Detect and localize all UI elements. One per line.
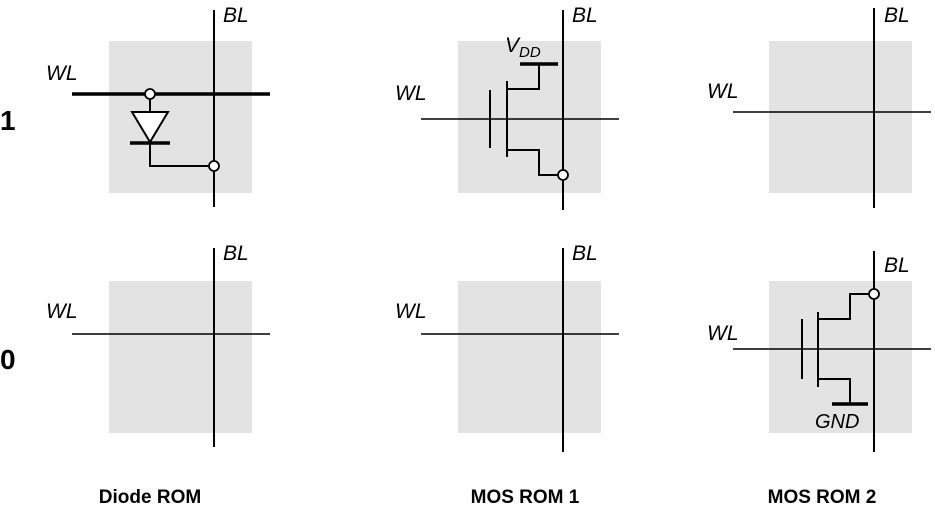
column-label-mos-rom-2: MOS ROM 2 xyxy=(768,487,877,508)
cell-background xyxy=(458,41,601,193)
cell-diode-rom-0: WL BL xyxy=(46,242,270,447)
cell-background xyxy=(769,41,912,193)
cell-mos-rom2-0: WL BL GND xyxy=(707,251,931,452)
diode-cathode-wire xyxy=(149,143,214,167)
transistor-source-wire xyxy=(507,149,563,176)
transistor-source-wire xyxy=(818,378,851,404)
cell-background xyxy=(109,41,252,193)
row-label-1: 1 xyxy=(0,105,16,136)
bl-label: BL xyxy=(884,4,910,27)
wl-label: WL xyxy=(46,62,78,85)
bl-label: BL xyxy=(884,254,910,277)
bl-label: BL xyxy=(223,4,249,27)
junction-node xyxy=(144,88,156,100)
cell-background xyxy=(109,281,252,433)
vdd-label-main: V xyxy=(505,34,521,57)
wl-label: WL xyxy=(395,82,427,105)
wl-label: WL xyxy=(707,80,739,103)
cell-background xyxy=(769,281,912,433)
cell-mos-rom1-1: WL BL VDD xyxy=(395,4,619,210)
transistor-drain-wire xyxy=(507,64,540,90)
junction-node xyxy=(868,288,880,300)
transistor-drain-wire xyxy=(818,293,874,320)
row-label-0: 0 xyxy=(0,344,16,375)
vdd-label-sub: DD xyxy=(519,44,541,61)
wl-label: WL xyxy=(46,300,78,323)
junction-node xyxy=(557,169,569,181)
bl-label: BL xyxy=(572,4,598,27)
vdd-label: VDD xyxy=(505,34,541,61)
cell-mos-rom1-0: WL BL xyxy=(395,242,619,452)
junction-node xyxy=(208,160,220,172)
column-label-diode-rom: Diode ROM xyxy=(99,487,201,508)
column-label-mos-rom-1: MOS ROM 1 xyxy=(471,487,580,508)
bl-label: BL xyxy=(223,242,249,265)
cell-mos-rom2-1: WL BL xyxy=(707,4,931,208)
wl-label: WL xyxy=(395,300,427,323)
gnd-label: GND xyxy=(815,411,859,433)
cell-background xyxy=(458,281,601,433)
bl-label: BL xyxy=(572,242,598,265)
diode-icon xyxy=(130,111,170,144)
wl-label: WL xyxy=(707,322,739,345)
cell-diode-rom-1: WL BL xyxy=(46,4,270,207)
